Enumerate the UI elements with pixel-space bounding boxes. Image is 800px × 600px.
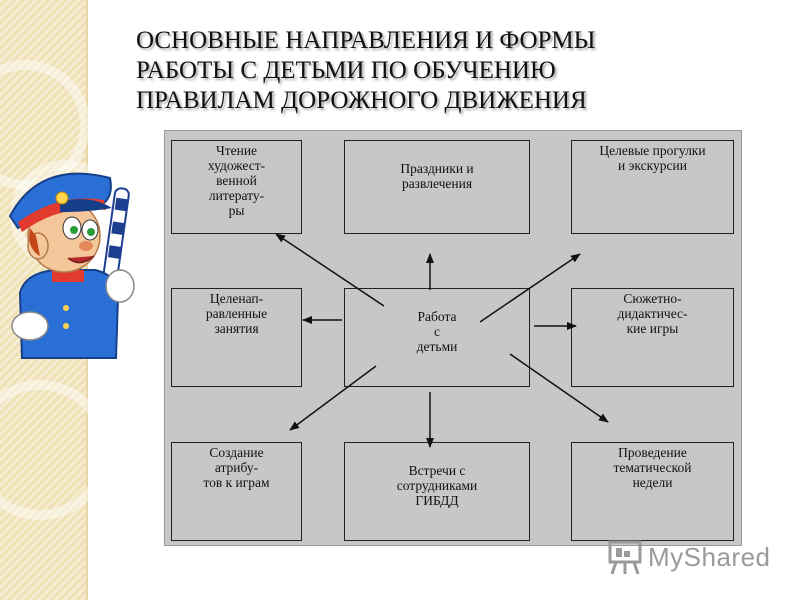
node-walks: Целевые прогулки и экскурсии — [571, 140, 734, 234]
arrow-to-week — [509, 353, 609, 423]
title-line-1: ОСНОВНЫЕ НАПРАВЛЕНИЯ И ФОРМЫ — [136, 27, 596, 54]
node-holidays-label: Праздники и развлечения — [400, 161, 474, 191]
node-reading: Чтение художест- венной литерату- ры — [171, 140, 302, 234]
diagram-arrows — [275, 233, 609, 448]
title-line-3: ПРАВИЛАМ ДОРОЖНОГО ДВИЖЕНИЯ — [136, 87, 587, 114]
node-attributes-label: Создание атрибу- тов к играм — [203, 445, 270, 490]
arrow-to-walks — [479, 253, 581, 323]
diagram-panel: Чтение художест- венной литерату- ры Пра… — [164, 130, 742, 546]
node-meetings-label: Встречи с сотрудниками ГИБДД — [396, 463, 478, 508]
page-title: ОСНОВНЫЕ НАПРАВЛЕНИЯ И ФОРМЫ РАБОТЫ С ДЕ… — [136, 26, 756, 116]
node-meetings: Встречи с сотрудниками ГИБДД — [344, 442, 530, 541]
watermark-text: MyShared — [648, 542, 771, 572]
node-lessons: Целенап- равленные занятия — [171, 288, 302, 387]
node-games-label: Сюжетно- дидактичес- кие игры — [617, 291, 688, 336]
presentation-board-icon — [608, 540, 642, 575]
node-attributes: Создание атрибу- тов к играм — [171, 442, 302, 541]
node-center-label: Работа с детьми — [416, 309, 458, 354]
node-week-label: Проведение тематической недели — [613, 445, 692, 490]
baton-icon — [100, 187, 130, 299]
traffic-police-mascot — [8, 172, 135, 359]
node-walks-label: Целевые прогулки и экскурсии — [599, 143, 706, 173]
node-reading-label: Чтение художест- венной литерату- ры — [207, 143, 266, 218]
arrow-to-reading — [275, 233, 385, 307]
title-line-2: РАБОТЫ С ДЕТЬМИ ПО ОБУЧЕНИЮ — [136, 57, 556, 84]
node-week: Проведение тематической недели — [571, 442, 734, 541]
node-center: Работа с детьми — [344, 288, 530, 387]
node-games: Сюжетно- дидактичес- кие игры — [571, 288, 734, 387]
arrow-to-attributes — [289, 365, 377, 431]
watermark: MyShared — [606, 536, 776, 580]
node-holidays: Праздники и развлечения — [344, 140, 530, 234]
node-lessons-label: Целенап- равленные занятия — [205, 291, 268, 336]
